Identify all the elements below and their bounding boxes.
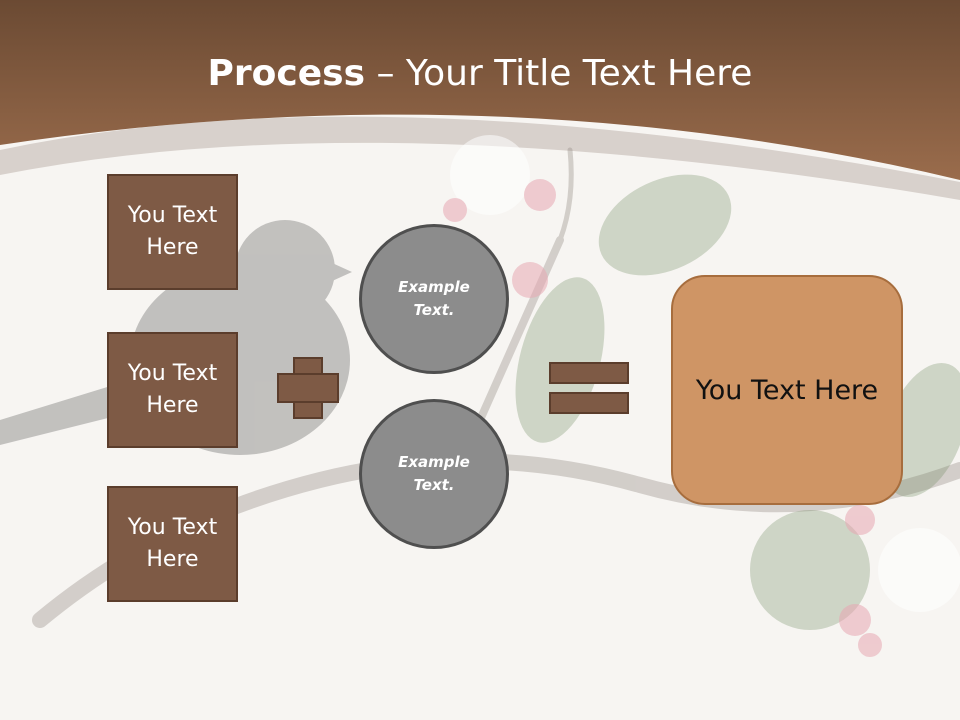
process-box-3[interactable]: You Text Here	[107, 486, 238, 602]
title-bold: Process	[207, 53, 366, 94]
header-band	[0, 0, 960, 180]
title-rest: – Your Title Text Here	[365, 53, 753, 94]
slide-title: Process – Your Title Text Here	[0, 52, 960, 96]
header-shadow-arc	[0, 116, 960, 200]
blossom-decoration	[443, 135, 960, 657]
process-box-1[interactable]: You Text Here	[107, 174, 238, 290]
result-box[interactable]: You Text Here	[671, 275, 903, 505]
example-circle-2[interactable]: Example Text.	[359, 399, 509, 549]
process-box-2[interactable]: You Text Here	[107, 332, 238, 448]
example-circle-1[interactable]: Example Text.	[359, 224, 509, 374]
